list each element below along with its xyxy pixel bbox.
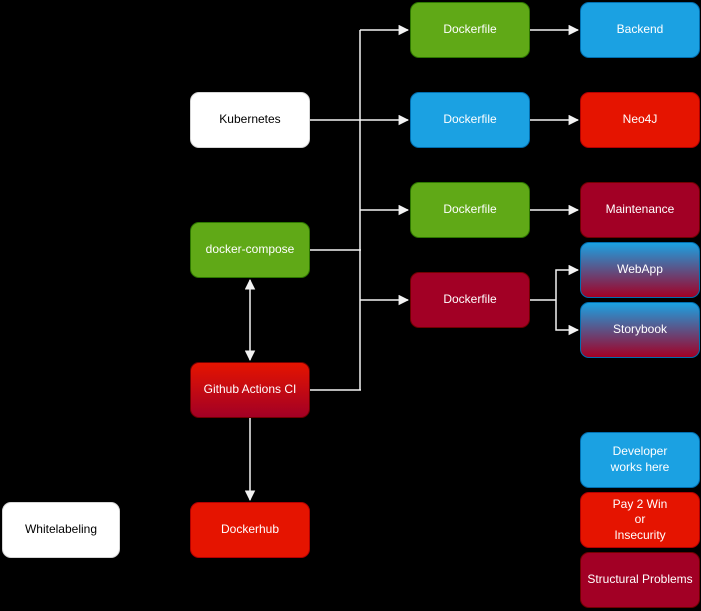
node-label-maintenance: Maintenance [605, 202, 675, 217]
node-dockerfile-4[interactable]: Dockerfile [410, 272, 530, 328]
node-label-dockerfile-1: Dockerfile [443, 22, 497, 37]
node-dockerfile-3[interactable]: Dockerfile [410, 182, 530, 238]
node-webapp[interactable]: WebApp [580, 242, 700, 298]
node-label-legend-developer: Developer works here [610, 444, 670, 474]
node-label-dockerfile-3: Dockerfile [443, 202, 497, 217]
node-label-github-actions-ci: Github Actions CI [203, 382, 297, 397]
node-backend[interactable]: Backend [580, 2, 700, 58]
node-docker-compose[interactable]: docker-compose [190, 222, 310, 278]
node-label-dockerfile-4: Dockerfile [443, 292, 497, 307]
edge-fork-storybook [555, 300, 580, 336]
node-maintenance[interactable]: Maintenance [580, 182, 700, 238]
node-label-dockerhub: Dockerhub [220, 522, 280, 537]
node-label-storybook: Storybook [612, 322, 668, 337]
node-label-dockerfile-2: Dockerfile [443, 112, 497, 127]
node-github-actions-ci[interactable]: Github Actions CI [190, 362, 310, 418]
node-label-webapp: WebApp [617, 262, 663, 277]
node-legend-pay2win[interactable]: Pay 2 Win or Insecurity [580, 492, 700, 548]
node-neo4j[interactable]: Neo4J [580, 92, 700, 148]
node-whitelabeling[interactable]: Whitelabeling [2, 502, 120, 558]
node-legend-developer[interactable]: Developer works here [580, 432, 700, 488]
node-dockerfile-1[interactable]: Dockerfile [410, 2, 530, 58]
node-legend-structural[interactable]: Structural Problems [580, 552, 700, 608]
node-label-kubernetes: Kubernetes [219, 112, 281, 127]
node-kubernetes[interactable]: Kubernetes [190, 92, 310, 148]
node-label-neo4j: Neo4J [622, 112, 658, 127]
node-label-legend-pay2win: Pay 2 Win or Insecurity [612, 496, 668, 542]
node-dockerhub[interactable]: Dockerhub [190, 502, 310, 558]
node-label-docker-compose: docker-compose [205, 242, 295, 257]
node-dockerfile-2[interactable]: Dockerfile [410, 92, 530, 148]
node-label-whitelabeling: Whitelabeling [24, 522, 98, 537]
node-label-legend-structural: Structural Problems [587, 572, 693, 587]
node-storybook[interactable]: Storybook [580, 302, 700, 358]
node-label-backend: Backend [616, 22, 664, 37]
edge-fork-webapp [555, 264, 580, 300]
